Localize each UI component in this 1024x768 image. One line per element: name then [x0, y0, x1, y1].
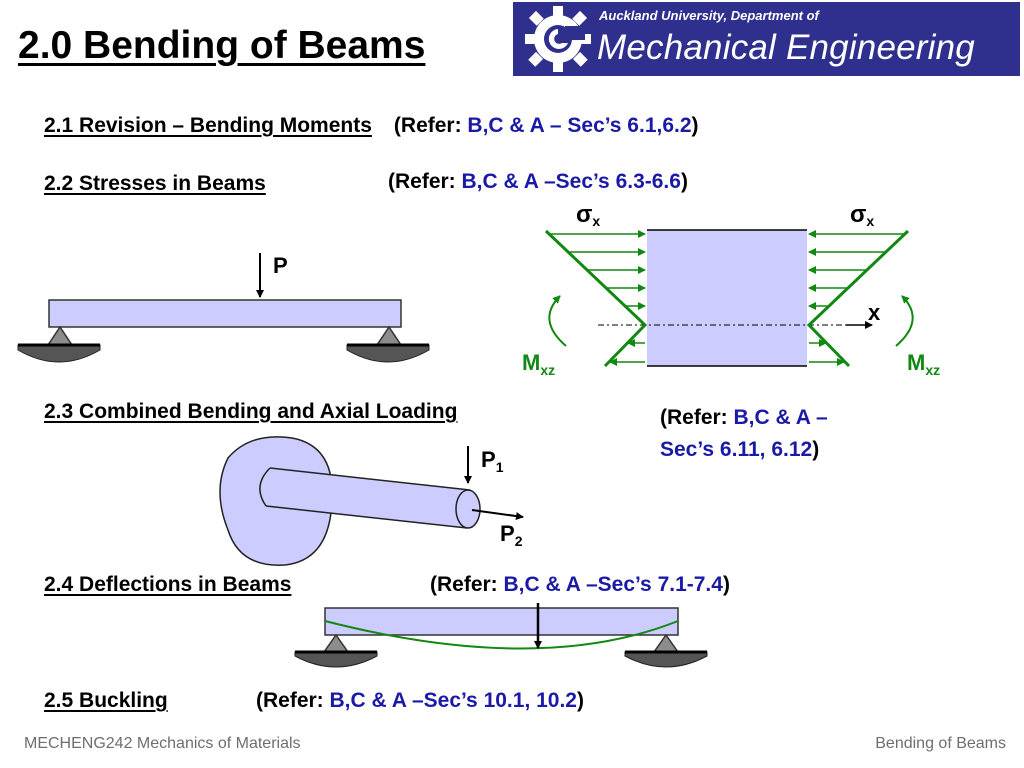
- section-2-4-refer: (Refer: B,C & A –Sec’s 7.1-7.4): [430, 573, 730, 597]
- refer-reference: B,C & A – Sec’s 6.1,6.2: [467, 114, 692, 137]
- stress-profile-left: [544, 229, 648, 368]
- load-label: P: [273, 253, 288, 278]
- svg-text:P1: P1: [481, 447, 504, 475]
- section-2-2: 2.2 Stresses in Beams: [44, 172, 266, 196]
- cylinder-end: [455, 489, 481, 529]
- moment-arrow-right: [895, 295, 914, 347]
- refer-close: ): [722, 573, 730, 596]
- section-heading: 2.2 Stresses in Beams: [44, 172, 266, 195]
- sigma-right-label: σ: [850, 201, 866, 228]
- footer-topic: Bending of Beams: [875, 735, 1006, 752]
- sigma-left-sub: x: [592, 213, 600, 229]
- moment-left-label: M: [522, 350, 540, 375]
- section-2-5-refer: (Refer: B,C & A –Sec’s 10.1, 10.2): [256, 689, 584, 713]
- section-2-4: 2.4 Deflections in Beams: [44, 573, 291, 597]
- sigma-left-label: σ: [576, 201, 592, 228]
- beam: [324, 607, 679, 636]
- moment-arrow-left: [548, 295, 567, 347]
- section-2-3: 2.3 Combined Bending and Axial Loading: [44, 400, 457, 424]
- p2-label: P: [500, 521, 515, 546]
- sigma-right-sub: x: [866, 213, 874, 229]
- svg-text:Mxz: Mxz: [907, 350, 940, 378]
- refer-close: ): [680, 170, 688, 193]
- moment-left-sub: xz: [540, 362, 555, 378]
- pin-support-left: [17, 325, 101, 363]
- department-logo: Auckland University, Department of Mecha…: [513, 2, 1020, 76]
- refer-close: ): [576, 689, 584, 712]
- refer-label: (Refer:: [388, 170, 462, 193]
- deflection-curve: [324, 620, 679, 650]
- stress-profile-right: [806, 229, 910, 368]
- beam-point-load-diagram: P: [17, 253, 430, 363]
- footer-course: MECHENG242 Mechanics of Materials: [24, 735, 301, 752]
- section-2-5: 2.5 Buckling: [44, 689, 168, 713]
- moment-right-sub: xz: [925, 362, 940, 378]
- refer-close: ): [691, 114, 699, 137]
- refer-reference-line2: Sec’s 6.11, 6.12: [660, 438, 813, 461]
- svg-text:σx: σx: [576, 201, 600, 229]
- section-2-3-refer: (Refer: B,C & A – Sec’s 6.11, 6.12): [660, 402, 828, 466]
- gear-logo-icon: [525, 6, 591, 72]
- stress-arrows-left: [549, 230, 646, 366]
- x-axis-label: x: [868, 300, 881, 325]
- combined-loading-diagram: P1 P2: [219, 436, 524, 566]
- bending-stress-diagram: σx σx x Mxz Mxz: [522, 201, 940, 378]
- section-2-2-refer: (Refer: B,C & A –Sec’s 6.3-6.6): [388, 170, 688, 194]
- section-2-1: 2.1 Revision – Bending Moments (Refer: B,…: [44, 114, 699, 138]
- refer-label: (Refer:: [660, 406, 734, 429]
- refer-label: (Refer:: [430, 573, 504, 596]
- pin-support-right: [346, 325, 430, 363]
- refer-reference: B,C & A –Sec’s 6.3-6.6: [461, 170, 681, 193]
- refer-close: ): [812, 438, 820, 461]
- refer-reference-line1: B,C & A –: [733, 406, 828, 429]
- pin-support-left: [294, 633, 378, 668]
- svg-text:P2: P2: [500, 521, 523, 549]
- section-heading: 2.4 Deflections in Beams: [44, 573, 292, 596]
- section-heading: 2.5 Buckling: [44, 689, 168, 712]
- p2-sub: 2: [515, 533, 523, 549]
- refer-label: (Refer:: [393, 114, 468, 137]
- cylinder-body: [266, 468, 470, 528]
- section-heading: 2.3 Combined Bending and Axial Loading: [44, 400, 458, 423]
- p1-label: P: [481, 447, 496, 472]
- section-heading: 2.1 Revision – Bending Moments: [44, 114, 372, 137]
- slide-title: 2.0 Bending of Beams: [18, 24, 426, 67]
- beam-section: [647, 230, 807, 366]
- refer-reference: B,C & A –Sec’s 10.1, 10.2: [329, 689, 577, 712]
- svg-text:σx: σx: [850, 201, 874, 229]
- moment-right-label: M: [907, 350, 925, 375]
- refer-reference: B,C & A –Sec’s 7.1-7.4: [503, 573, 723, 596]
- refer-label: (Refer:: [256, 689, 330, 712]
- beam-deflection-diagram: [294, 603, 708, 668]
- p2-load-arrow: [471, 509, 524, 521]
- p1-sub: 1: [496, 459, 504, 475]
- pin-support-right: [624, 633, 708, 668]
- logo-department-text: Mechanical Engineering: [597, 28, 975, 67]
- stress-arrows-right: [808, 230, 905, 366]
- svg-text:Mxz: Mxz: [522, 350, 555, 378]
- beam: [48, 299, 402, 328]
- logo-university-text: Auckland University, Department of: [599, 8, 819, 23]
